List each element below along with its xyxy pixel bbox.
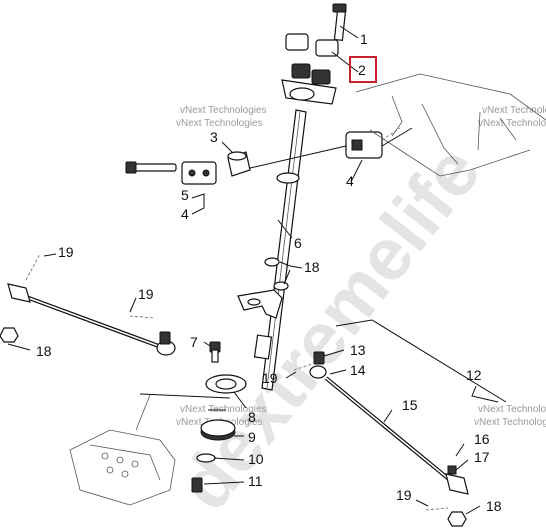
callout-18[interactable]: 18	[304, 259, 320, 275]
callout-4[interactable]: 4	[181, 206, 189, 222]
callout-3[interactable]: 3	[210, 129, 218, 145]
callout-1[interactable]: 1	[360, 31, 368, 47]
callout-16[interactable]: 16	[474, 431, 490, 447]
callout-6[interactable]: 6	[294, 235, 302, 251]
callout-7[interactable]: 7	[190, 334, 198, 350]
steering-post	[237, 109, 307, 391]
callout-10[interactable]: 10	[248, 451, 264, 467]
steering-block-right	[345, 131, 383, 159]
steering-block	[125, 161, 217, 185]
callout-9[interactable]: 9	[248, 429, 256, 445]
callout-8[interactable]: 8	[248, 409, 256, 425]
callout-5[interactable]: 5	[181, 187, 189, 203]
leader-lines	[7, 25, 507, 515]
lower-bearing	[191, 374, 247, 493]
tie-rod-right	[309, 351, 469, 527]
callout-2[interactable]: 2	[358, 62, 366, 78]
handlebar-clamp	[281, 33, 339, 105]
highlight-box	[349, 56, 377, 83]
bolt-icon	[332, 3, 347, 41]
callout-18[interactable]: 18	[486, 498, 502, 514]
callout-19[interactable]: 19	[396, 487, 412, 503]
callout-19[interactable]: 19	[58, 244, 74, 260]
callout-18[interactable]: 18	[36, 343, 52, 359]
bolt-icon	[209, 341, 221, 363]
watermark-text: vNext Technologies	[180, 105, 267, 116]
callout-4[interactable]: 4	[346, 173, 354, 189]
callout-19[interactable]: 19	[138, 286, 154, 302]
watermark-text: vNext Technologies	[474, 417, 546, 428]
callout-13[interactable]: 13	[350, 342, 366, 358]
watermark-large: dextremelife	[162, 130, 496, 525]
callout-15[interactable]: 15	[402, 397, 418, 413]
tie-rod-left	[0, 283, 176, 356]
frame-section-lower	[69, 394, 176, 506]
callout-11[interactable]: 11	[248, 473, 263, 489]
callout-17[interactable]: 17	[474, 449, 490, 465]
callout-19[interactable]: 19	[262, 370, 278, 386]
watermark-text: vNext Technologies	[478, 404, 546, 415]
callout-14[interactable]: 14	[350, 362, 366, 378]
bushing-icon	[227, 151, 251, 177]
frame-section	[355, 73, 546, 177]
watermark-text: vNext Technologies	[176, 118, 263, 129]
watermark-text: vNext Technologies	[482, 105, 546, 116]
callout-12[interactable]: 12	[466, 367, 482, 383]
cotter-pin-icon	[25, 253, 449, 511]
watermark-text: vNext Technologies	[478, 118, 546, 129]
